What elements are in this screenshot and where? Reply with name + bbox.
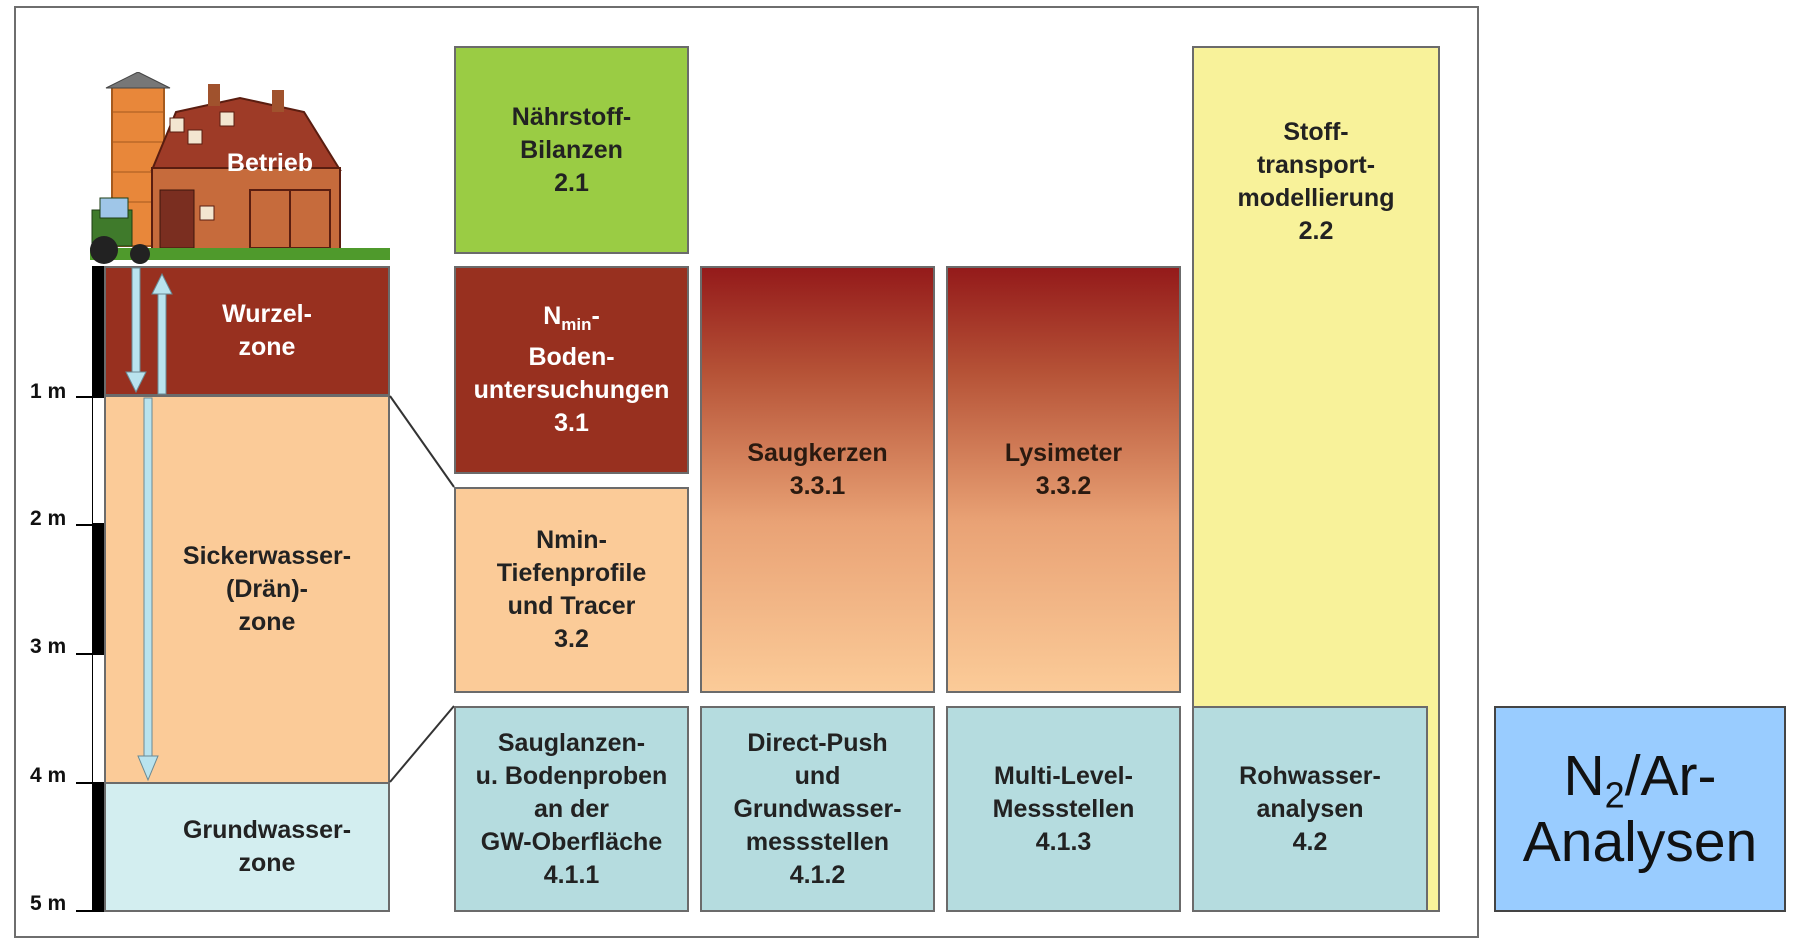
box-sauglanzen-label: Sauglanzen- u. Bodenproben an der GW-Obe… (475, 728, 668, 889)
n2ar-line2: Analysen (1522, 810, 1758, 874)
box-saugkerzen: Saugkerzen 3.3.1 (700, 266, 935, 693)
groundwater-zone-label: Grundwasser- zone (182, 816, 352, 877)
depth-label-5m: 5 m (30, 892, 67, 915)
depth-label-3m: 3 m (30, 635, 67, 658)
box-sauglanzen: Sauglanzen- u. Bodenproben an der GW-Obe… (454, 706, 689, 912)
root-zone-label: Wurzel- zone (222, 300, 312, 361)
box-saugkerzen-label: Saugkerzen 3.3.1 (747, 438, 888, 500)
box-stofftransport-label: Stoff- transport- modellierung 2.2 (1237, 118, 1395, 245)
depth-label-4m: 4 m (30, 764, 67, 787)
box-naehrstoff-bilanzen: Nährstoff- Bilanzen 2.1 (454, 46, 689, 254)
diagram-frame (14, 6, 1479, 938)
box-directpush-label: Direct-Push und Grundwasser- messstellen… (733, 728, 902, 889)
farm-label: Betrieb (226, 149, 314, 177)
box-lysimeter-label: Lysimeter 3.3.2 (1004, 438, 1123, 500)
box-rohwasser-label: Rohwasser- analysen 4.2 (1239, 761, 1381, 856)
box-rohwasser: Rohwasser- analysen 4.2 (1192, 706, 1428, 912)
n2ar-subscript: 2 (1604, 774, 1625, 816)
box-nmin-tiefenprofile: Nmin- Tiefenprofile und Tracer 3.2 (454, 487, 689, 693)
box-multilevel-label: Multi-Level- Messstellen 4.1.3 (992, 761, 1135, 856)
farm-illustration (90, 72, 390, 264)
box-multilevel: Multi-Level- Messstellen 4.1.3 (946, 706, 1181, 912)
depth-tick (76, 396, 106, 398)
seepage-zone-label: Sickerwasser- (Drän)- zone (182, 542, 352, 636)
nmin-prefix: N (543, 302, 562, 330)
depth-scale-segment (92, 266, 106, 396)
depth-scale-segment (92, 523, 106, 653)
n2ar-rest: /Ar- (1624, 744, 1717, 808)
depth-tick (76, 653, 106, 655)
box-n2-ar-analysen: N2/Ar- Analysen (1494, 706, 1786, 912)
n2ar-n: N (1563, 744, 1605, 808)
box-nmin-tiefen-label: Nmin- Tiefenprofile und Tracer 3.2 (496, 526, 647, 653)
root-zone: Wurzel- zone (104, 266, 390, 396)
box-directpush: Direct-Push und Grundwasser- messstellen… (700, 706, 935, 912)
box-nmin-boden: Nmin- Boden- untersuchungen 3.1 (454, 266, 689, 474)
box-naehrstoff-label: Nährstoff- Bilanzen 2.1 (511, 102, 632, 197)
depth-tick (76, 782, 106, 784)
depth-label-2m: 2 m (30, 507, 67, 530)
n2ar-line1: N2/Ar- (1563, 743, 1717, 813)
nmin-subscript: min (561, 315, 592, 334)
box-nmin-boden-label: Nmin- Boden- untersuchungen 3.1 (474, 300, 670, 440)
depth-scale-segment (92, 782, 106, 912)
box-lysimeter: Lysimeter 3.3.2 (946, 266, 1181, 693)
depth-tick (76, 524, 106, 526)
depth-tick (76, 910, 106, 912)
groundwater-zone: Grundwasser- zone (104, 782, 390, 912)
depth-label-1m: 1 m (30, 380, 67, 403)
nmin-rest: - Boden- untersuchungen 3.1 (473, 302, 670, 437)
